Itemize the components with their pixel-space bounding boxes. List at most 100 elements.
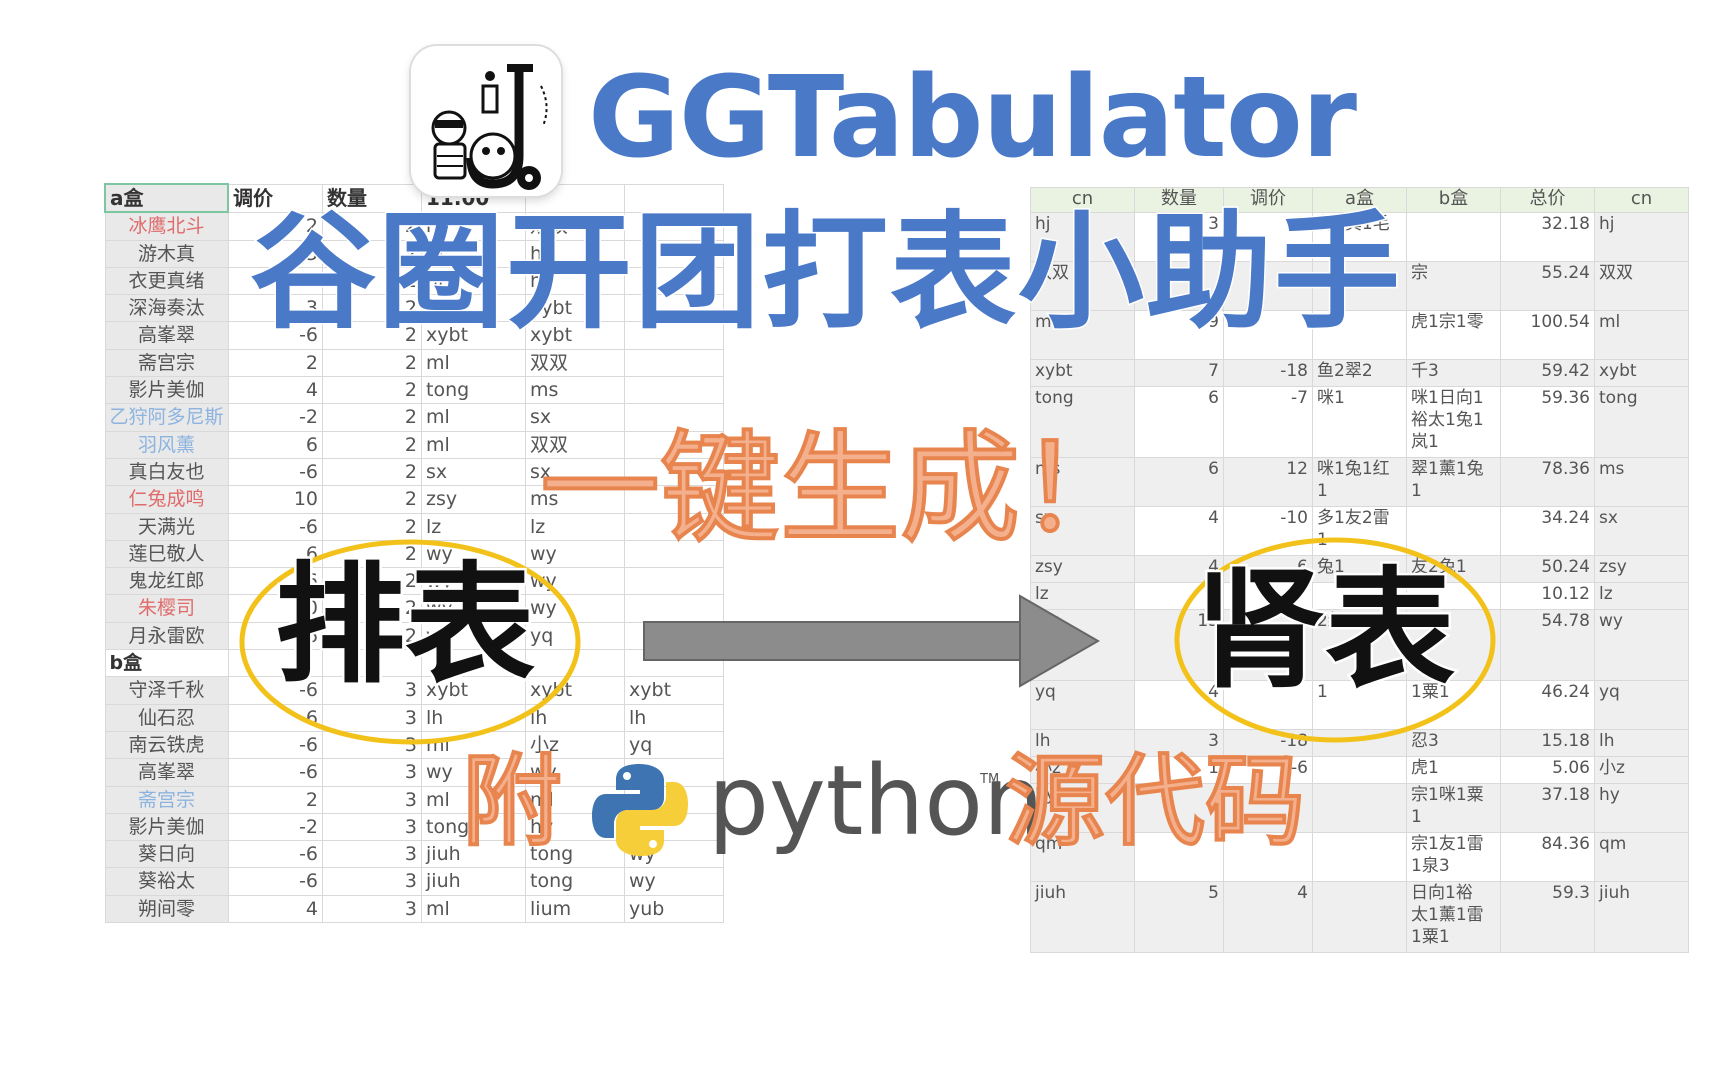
quantity-cell: 2 bbox=[322, 403, 423, 432]
buyer-cn-cell: sx bbox=[1594, 506, 1689, 556]
brand-name: GGTabulator bbox=[588, 53, 1357, 183]
box-b-cell bbox=[1406, 506, 1501, 556]
buyer-cn-cell: lz bbox=[1030, 582, 1135, 610]
box-a-cell bbox=[1312, 756, 1407, 784]
quantity-cell: 3 bbox=[1134, 729, 1224, 757]
buyer-cell: ml bbox=[421, 785, 527, 814]
member-name-cell: 月永雷欧 bbox=[104, 621, 229, 651]
buyer-cell: tong bbox=[525, 867, 626, 896]
member-name-cell: 真白友也 bbox=[104, 457, 229, 487]
buyer-cn-cell: ms bbox=[1594, 457, 1689, 507]
buyer-cn-cell: hj bbox=[1594, 212, 1689, 262]
buyer-cell: ml bbox=[421, 894, 527, 924]
buyer-cn-cell: hy bbox=[1594, 783, 1689, 833]
python-wordmark: python bbox=[708, 745, 1044, 857]
buyer-cell: tong bbox=[525, 840, 626, 869]
buyer-cell: tong bbox=[421, 376, 527, 405]
total-price-cell: 59.3 bbox=[1500, 881, 1595, 953]
price-adjust-cell: 5 bbox=[227, 239, 324, 268]
quantity-cell: 3 bbox=[322, 758, 423, 787]
member-name-cell: 天满光 bbox=[104, 512, 229, 541]
total-price-cell: 37.18 bbox=[1500, 783, 1595, 833]
buyer-cell bbox=[624, 239, 725, 268]
quantity-cell: 2 bbox=[322, 266, 423, 296]
buyer-cell: xybt bbox=[624, 676, 725, 705]
buyer-cn-cell: tong bbox=[1594, 386, 1689, 458]
quantity-cell: 2 bbox=[322, 457, 423, 487]
box-b-cell: 宗1咪1粟 1 bbox=[1406, 783, 1501, 833]
quantity-cell: 2 bbox=[322, 239, 423, 268]
member-name-cell: 南云铁虎 bbox=[104, 730, 229, 760]
price-adjust-cell: -6 bbox=[1223, 756, 1313, 784]
box-a-cell bbox=[1312, 881, 1407, 953]
price-adjust-cell: -7 bbox=[1223, 386, 1313, 458]
total-price-cell: 46.24 bbox=[1500, 680, 1595, 730]
buyer-cn-cell: 双双 bbox=[1594, 261, 1689, 311]
buyer-cn-cell: sx bbox=[1030, 506, 1135, 556]
buyer-cell: 双双 bbox=[525, 348, 626, 378]
total-price-cell: 84.36 bbox=[1500, 832, 1595, 882]
member-name-cell: 影片美伽 bbox=[104, 812, 229, 842]
box-b-cell: 翠1薰1兔 1 bbox=[1406, 457, 1501, 507]
right-header-cell: 调价 bbox=[1223, 187, 1313, 213]
buyer-cn-cell: xybt bbox=[1594, 359, 1689, 387]
buyer-cell: wy bbox=[421, 567, 527, 596]
total-price-cell: 32.18 bbox=[1500, 212, 1595, 262]
quantity-cell: 2 bbox=[322, 430, 423, 459]
buyer-cn-cell: hj bbox=[1030, 212, 1135, 262]
buyer-cn-cell: 小z bbox=[1030, 756, 1135, 784]
member-name-cell: 高峯翠 bbox=[104, 321, 229, 350]
quantity-cell: 2 bbox=[322, 321, 423, 350]
member-name-cell: 朱樱司 bbox=[104, 594, 229, 623]
total-price-cell: 78.36 bbox=[1500, 457, 1595, 507]
buyer-cell bbox=[624, 485, 725, 514]
buyer-cell: sx bbox=[525, 457, 626, 487]
buyer-cell: wy bbox=[421, 594, 527, 623]
buyer-cn-cell: jiuh bbox=[1594, 881, 1689, 953]
buyer-cn-cell: lh bbox=[1594, 729, 1689, 757]
right-header-cell: 数量 bbox=[1134, 187, 1224, 213]
quantity-cell: 3 bbox=[322, 840, 423, 869]
price-adjust-cell: -2 bbox=[227, 403, 324, 432]
buyer-cell: hj bbox=[525, 266, 626, 296]
price-adjust-cell bbox=[1223, 783, 1313, 833]
price-adjust-cell bbox=[1223, 310, 1313, 360]
price-adjust-cell: -18 bbox=[1223, 359, 1313, 387]
buyer-cell: wy bbox=[525, 539, 626, 569]
quantity-cell: 3 bbox=[322, 812, 423, 842]
app-logo bbox=[411, 46, 561, 196]
price-adjust-cell: 2 bbox=[227, 266, 324, 296]
member-name-cell: 仁兔成鸣 bbox=[104, 485, 229, 514]
buyer-cell: lz bbox=[525, 512, 626, 541]
box-a-cell: 兔1 bbox=[1312, 555, 1407, 583]
quantity-cell: 2 bbox=[322, 485, 423, 514]
price-adjust-cell: -18 bbox=[1223, 729, 1313, 757]
buyer-cell: zsy bbox=[421, 485, 527, 514]
source-code-text: 源代码 bbox=[1003, 743, 1307, 860]
box-a-cell: 2红1司1 bbox=[1312, 609, 1407, 681]
box-a-cell bbox=[1312, 832, 1407, 882]
box-b-cell: 虎1宗1零 bbox=[1406, 310, 1501, 360]
quantity-cell: 2 bbox=[322, 376, 423, 405]
box-b-cell: 宗 bbox=[1406, 261, 1501, 311]
member-name-cell: 鬼龙红郎 bbox=[104, 567, 229, 596]
price-adjust-cell: 6 bbox=[227, 430, 324, 459]
